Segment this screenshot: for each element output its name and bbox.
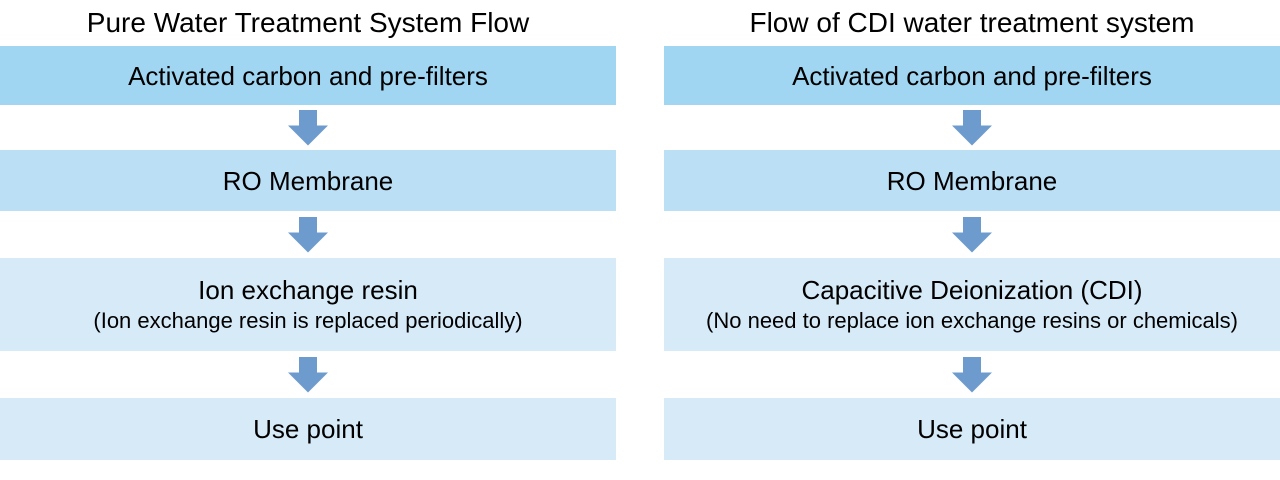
down-arrow-icon bbox=[952, 109, 992, 146]
diagram-title-right: Flow of CDI water treatment system bbox=[749, 7, 1195, 38]
arrow-row bbox=[0, 211, 616, 258]
arrow-row bbox=[0, 351, 616, 398]
flow-step-box: Capacitive Deionization (CDI) (No need t… bbox=[664, 258, 1280, 351]
flow-diagrams-container: Pure Water Treatment System Flow Activat… bbox=[0, 0, 1280, 460]
arrow-row bbox=[0, 105, 616, 150]
flow-step-box: Activated carbon and pre-filters bbox=[0, 46, 616, 105]
flow-diagram-cdi: Flow of CDI water treatment system Activ… bbox=[664, 0, 1280, 460]
arrow-row bbox=[664, 351, 1280, 398]
flow-step-box: Use point bbox=[664, 398, 1280, 460]
down-arrow-icon bbox=[288, 356, 328, 393]
diagram-title-left: Pure Water Treatment System Flow bbox=[86, 7, 530, 38]
flow-step-box: Activated carbon and pre-filters bbox=[664, 46, 1280, 105]
flow-step-box: RO Membrane bbox=[664, 150, 1280, 211]
down-arrow-icon bbox=[288, 109, 328, 146]
step-label: Activated carbon and pre-filters bbox=[128, 60, 488, 91]
flow-step-box: Use point bbox=[0, 398, 616, 460]
step-sublabel: (Ion exchange resin is replaced periodic… bbox=[93, 308, 523, 333]
step-label: Use point bbox=[917, 414, 1027, 444]
step-label: Ion exchange resin bbox=[198, 275, 418, 305]
step-label: Use point bbox=[253, 414, 363, 444]
step-label: RO Membrane bbox=[886, 165, 1058, 196]
arrow-row bbox=[664, 211, 1280, 258]
down-arrow-icon bbox=[952, 216, 992, 253]
step-label: RO Membrane bbox=[222, 165, 394, 196]
column-divider-gap bbox=[616, 0, 664, 460]
down-arrow-icon bbox=[288, 216, 328, 253]
flow-step-box: RO Membrane bbox=[0, 150, 616, 211]
down-arrow-icon bbox=[952, 356, 992, 393]
flow-step-box: Ion exchange resin (Ion exchange resin i… bbox=[0, 258, 616, 351]
step-label: Capacitive Deionization (CDI) bbox=[801, 275, 1143, 305]
flow-diagram-pure-water: Pure Water Treatment System Flow Activat… bbox=[0, 0, 616, 460]
arrow-row bbox=[664, 105, 1280, 150]
step-sublabel: (No need to replace ion exchange resins … bbox=[706, 308, 1238, 333]
step-label: Activated carbon and pre-filters bbox=[792, 60, 1152, 91]
